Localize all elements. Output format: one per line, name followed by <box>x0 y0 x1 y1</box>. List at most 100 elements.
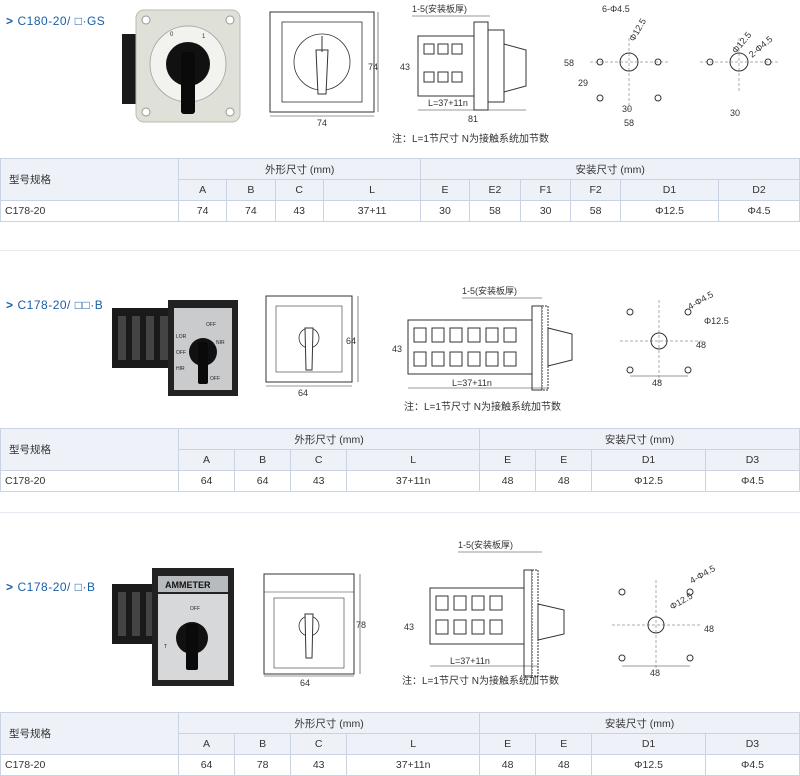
mounting-hole-drawing-alt: Φ12.5 2-Φ4.5 30 <box>690 2 790 128</box>
svg-text:0: 0 <box>170 32 174 38</box>
chevron-right-icon: > <box>6 14 14 28</box>
model-header: 型号规格 <box>0 428 179 471</box>
dim-hole-diameter: Φ12.5 <box>704 316 729 326</box>
dim-hole-width: 48 <box>650 668 660 678</box>
product-photo: 0 1 <box>118 6 248 135</box>
col-header: F1 <box>520 179 572 201</box>
dim-hole-height-1: 58 <box>564 58 574 68</box>
outline-dim-header: 外形尺寸 (mm) <box>177 712 481 734</box>
col-header: L <box>322 179 422 201</box>
dim-front-width: 64 <box>298 388 308 398</box>
chevron-right-icon: > <box>6 580 14 594</box>
model-header: 型号规格 <box>0 712 179 755</box>
col-header: L <box>346 733 481 755</box>
section-divider <box>0 250 800 251</box>
col-header: L <box>346 449 481 471</box>
spec-table: 型号规格 外形尺寸 (mm) 安装尺寸 (mm) A B C L E E2 F1… <box>0 158 800 222</box>
dial-label: OFF <box>206 322 216 328</box>
col-header: D1 <box>591 733 706 755</box>
dim-front-height: 78 <box>356 620 366 630</box>
col-header: D2 <box>717 179 800 201</box>
model-header: 型号规格 <box>0 158 179 201</box>
dim-side-length: L=37+11n <box>450 656 490 666</box>
side-view-drawing: 1-5(安装板厚) 43 L=37+11n <box>400 539 600 680</box>
col-header: B <box>234 449 292 471</box>
dim-hole-width-1: 30 <box>622 104 632 114</box>
col-header: D1 <box>591 449 706 471</box>
dim-hole-width: 48 <box>652 378 662 388</box>
col-header: D1 <box>620 179 719 201</box>
dial-label: OFF <box>210 376 220 382</box>
dim-hole-count: 4-Φ4.5 <box>688 563 717 586</box>
dim-plate-thickness: 1-5(安装板厚) <box>462 285 517 296</box>
section-title: >C178-20/ □□·B <box>6 298 104 312</box>
dial-label: HIR <box>176 366 185 372</box>
col-header: E <box>535 733 593 755</box>
dim-hole-height: 48 <box>696 340 706 350</box>
col-header: F2 <box>570 179 622 201</box>
col-header: C <box>274 179 324 201</box>
col-header: C <box>290 449 348 471</box>
mounting-hole-drawing: 6-Φ4.5 Φ12.5 58 29 30 58 <box>560 2 670 128</box>
dim-side-length: L=37+11n <box>428 98 468 108</box>
front-view-drawing: 64 78 <box>262 570 382 688</box>
dial-label: OFF <box>176 350 186 356</box>
dim-hole-diameter: Φ12.5 <box>627 17 648 43</box>
svg-text:1: 1 <box>202 34 206 40</box>
dim-front-width: 74 <box>317 118 327 128</box>
front-view-drawing: 64 64 <box>262 292 372 402</box>
mounting-hole-drawing: 4-Φ4.5 Φ12.5 48 48 <box>612 286 732 396</box>
col-header: D3 <box>704 733 800 755</box>
dim-hole-count: 6-Φ4.5 <box>602 4 630 14</box>
dim-front-height: 74 <box>368 62 378 72</box>
col-header: E2 <box>468 179 522 201</box>
dim-hole-count: 4-Φ4.5 <box>686 289 715 312</box>
outline-dim-header: 外形尺寸 (mm) <box>177 428 481 450</box>
table-row: C178-20 64 64 43 37+11n 48 48 Φ12.5 Φ4.5 <box>0 470 800 492</box>
col-header: E <box>479 733 537 755</box>
side-view-drawing: 1-5(安装板厚) 43 L=37+11n <box>392 282 592 402</box>
meter-plate-label: AMMETER <box>165 580 211 590</box>
dim-hole-height-2: 29 <box>578 78 588 88</box>
section-title: >C178-20/ □·B <box>6 580 96 594</box>
mount-dim-header: 安装尺寸 (mm) <box>479 712 800 734</box>
spec-table: 型号规格 外形尺寸 (mm) 安装尺寸 (mm) A B C L E E D1 … <box>0 712 800 776</box>
col-header: A <box>177 733 236 755</box>
dim-side-length: L=37+11n <box>452 378 492 388</box>
outline-dim-header: 外形尺寸 (mm) <box>177 158 422 180</box>
dial-label: OFF <box>190 606 200 612</box>
col-header: E <box>420 179 470 201</box>
col-header: B <box>234 733 292 755</box>
side-view-drawing: 1-5(安装板厚) 43 L=37+11n 81 <box>398 2 548 128</box>
dim-front-width: 64 <box>300 678 310 688</box>
dim-hole-diameter: Φ12.5 <box>668 591 694 612</box>
dim-hole-width: 30 <box>730 108 740 118</box>
product-photo: AMMETER OFF T <box>112 562 242 697</box>
col-header: A <box>177 179 228 201</box>
dim-side-height: 43 <box>404 622 414 632</box>
dimension-note: 注：L=1节尺寸 N为接触系统加节数 <box>404 402 561 413</box>
chevron-right-icon: > <box>6 298 14 312</box>
mount-dim-header: 安装尺寸 (mm) <box>420 158 800 180</box>
col-header: C <box>290 733 348 755</box>
col-header: B <box>226 179 276 201</box>
dial-label: T <box>164 644 167 650</box>
col-header: E <box>535 449 593 471</box>
front-view-drawing: 74 74 <box>262 6 382 132</box>
table-row: C178-20 74 74 43 37+11 30 58 30 58 Φ12.5… <box>0 200 800 222</box>
dim-hole-width-2: 58 <box>624 118 634 128</box>
col-header: E <box>479 449 537 471</box>
dim-front-height: 64 <box>346 336 356 346</box>
dial-label: NIR <box>216 340 225 346</box>
table-row: C178-20 64 78 43 37+11n 48 48 Φ12.5 Φ4.5 <box>0 754 800 776</box>
dial-label: LOR <box>176 334 187 340</box>
dimension-note: 注：L=1节尺寸 N为接触系统加节数 <box>392 134 549 145</box>
col-header: A <box>177 449 236 471</box>
mount-dim-header: 安装尺寸 (mm) <box>479 428 800 450</box>
section-divider <box>0 512 800 513</box>
spec-table: 型号规格 外形尺寸 (mm) 安装尺寸 (mm) A B C L E E D1 … <box>0 428 800 492</box>
dim-side-height: 43 <box>400 62 410 72</box>
dim-side-total: 81 <box>468 114 478 124</box>
product-photo: LOR OFF HIR OFF OFF NIR <box>112 286 242 415</box>
dim-plate-thickness: 1-5(安装板厚) <box>412 3 467 14</box>
